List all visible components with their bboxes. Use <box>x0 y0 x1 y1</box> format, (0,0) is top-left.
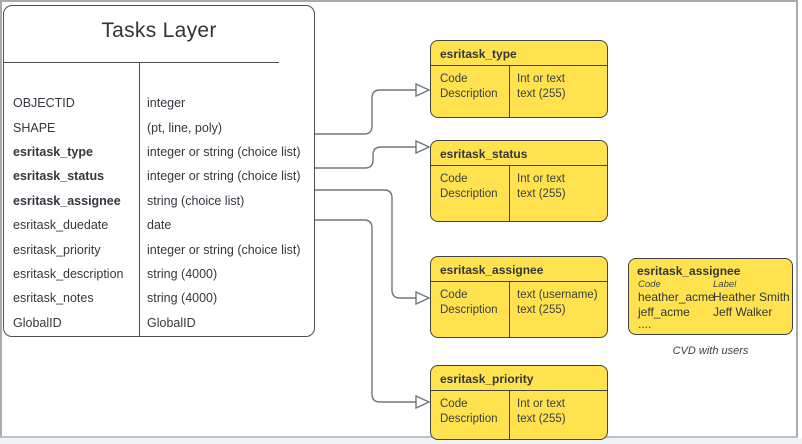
connector-esritask-status <box>315 146 416 169</box>
field-type: integer or string (choice list) <box>147 144 301 159</box>
box-right-cell: text (username)text (255) <box>517 289 598 316</box>
box-title: esritask_type <box>440 47 517 61</box>
cvd-cell: heather_acme <box>638 290 715 304</box>
field-row: SHAPE (pt, line, poly) <box>4 115 314 139</box>
arrowhead-icon <box>415 82 431 98</box>
field-type: date <box>147 218 172 233</box>
box-column-divider <box>509 165 510 221</box>
box-column-divider <box>509 65 510 117</box>
field-name: esritask_assignee <box>13 193 121 208</box>
field-name: SHAPE <box>13 120 56 135</box>
field-name: OBJECTID <box>13 96 75 111</box>
field-row: esritask_notes string (4000) <box>4 286 314 310</box>
title-divider <box>3 62 279 63</box>
field-name: esritask_status <box>13 169 105 184</box>
tasks-layer-table: Tasks Layer OBJECTID integer SHAPE (pt, li… <box>3 5 315 337</box>
cvd-col-header-label: Label <box>713 279 737 290</box>
arrowhead-icon <box>415 139 431 155</box>
field-row: esritask_priority integer or string (choi… <box>4 237 314 261</box>
field-row: esritask_assignee string (choice list) <box>4 189 314 213</box>
box-title: esritask_status <box>440 147 528 161</box>
connector-esritask-priority <box>315 219 416 403</box>
field-row: esritask_status integer or string (choice… <box>4 164 314 188</box>
cvd-cell: jeff_acme <box>638 305 690 319</box>
box-column-divider <box>509 281 510 337</box>
arrowhead-icon <box>415 290 431 306</box>
field-name: esritask_notes <box>13 291 94 306</box>
box-title-divider <box>430 390 608 391</box>
field-type: integer or string (choice list) <box>147 242 301 257</box>
box-column-divider <box>509 390 510 439</box>
field-row: esritask_duedate date <box>4 213 314 237</box>
field-type: integer or string (choice list) <box>147 169 301 184</box>
cvd-cell: Heather Smith <box>713 290 790 304</box>
connector-esritask-type <box>315 89 416 135</box>
column-divider <box>139 62 140 336</box>
cvd-cell: Jeff Walker <box>713 305 773 319</box>
frame-border-top <box>0 0 798 2</box>
arrowhead-icon <box>415 394 431 410</box>
field-name: esritask_description <box>13 266 124 281</box>
field-row: OBJECTID integer <box>4 91 314 115</box>
cvd-box-title: esritask_assignee <box>637 264 741 278</box>
field-type: GlobalID <box>147 315 196 330</box>
box-title-divider <box>430 165 608 166</box>
field-type: string (4000) <box>147 266 218 281</box>
box-title: esritask_assignee <box>440 263 544 277</box>
field-name: esritask_duedate <box>13 218 109 233</box>
box-title-divider <box>430 281 608 282</box>
frame-bottom-strip <box>0 438 802 444</box>
field-type: string (choice list) <box>147 193 245 208</box>
field-name: GlobalID <box>13 315 62 330</box>
field-row: esritask_description string (4000) <box>4 262 314 286</box>
frame-border-left <box>0 0 2 437</box>
cvd-caption: CVD with users <box>672 345 749 357</box>
cvd-ellipsis: .... <box>638 317 652 331</box>
field-name: esritask_type <box>13 144 93 159</box>
field-type: string (4000) <box>147 291 218 306</box>
field-name: esritask_priority <box>13 242 101 257</box>
field-row: GlobalID GlobalID <box>4 311 314 335</box>
field-row: esritask_type integer or string (choice l… <box>4 140 314 164</box>
cvd-users-box: esritask_assignee Code Label heather_acm… <box>628 258 793 335</box>
frame-border-bottom <box>0 436 798 438</box>
field-type: integer <box>147 96 186 111</box>
field-type: (pt, line, poly) <box>147 120 223 135</box>
table-title: Tasks Layer <box>101 19 217 42</box>
connector-esritask-assignee <box>315 189 416 299</box>
frame-border-right <box>796 0 798 437</box>
box-title: esritask_priority <box>440 372 534 386</box>
box-title-divider <box>430 65 608 66</box>
cvd-col-header-code: Code <box>638 279 661 290</box>
field-rows: OBJECTID integer SHAPE (pt, line, poly) es… <box>4 91 314 335</box>
